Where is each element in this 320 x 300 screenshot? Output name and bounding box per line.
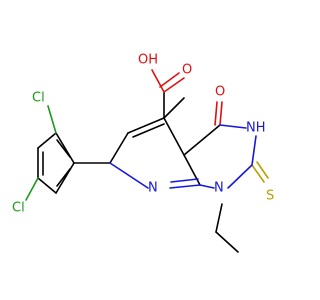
bond (215, 203, 223, 233)
bond (163, 97, 185, 119)
bond (37, 132, 57, 149)
structure-diagram: OH O O NH N N S Cl Cl (12, 53, 274, 253)
bond-c-s (251, 164, 265, 183)
bond-c-cl (25, 177, 39, 201)
bond (183, 124, 221, 156)
bond (55, 162, 75, 194)
bond (56, 168, 71, 187)
hetero-bonds (25, 69, 269, 201)
bond-c-cl (47, 105, 57, 134)
bond (55, 132, 75, 164)
bond (109, 132, 129, 164)
chlorine-top-label: Cl (32, 91, 45, 106)
chlorine-bottom-label: Cl (12, 201, 25, 216)
bond (183, 154, 201, 186)
nh-label: NH (246, 121, 266, 136)
carbon-bonds (37, 91, 239, 253)
atom-labels: OH O O NH N N S Cl Cl (12, 53, 274, 216)
bond (37, 177, 57, 194)
bond (127, 117, 165, 134)
sulfur-label: S (266, 189, 274, 204)
acid-oxygen-label: O (182, 63, 192, 78)
bond-n-c-pyr (109, 162, 149, 189)
ring-oxygen-label: O (215, 85, 225, 100)
bond (56, 139, 71, 158)
ethyl-n-label: N (214, 181, 224, 196)
bond-c-o-double (159, 72, 180, 88)
bond (215, 231, 239, 253)
bond-c-oh (151, 69, 165, 93)
bond-n-c (199, 184, 215, 189)
bond-c-o-double (163, 77, 185, 93)
bond-c-s (256, 161, 269, 179)
bond (163, 117, 185, 156)
molecule-svg: OH O O NH N N S Cl Cl (12, 53, 274, 253)
bond-c-o-ring (214, 101, 218, 126)
hydroxyl-label: OH (138, 53, 158, 68)
bond-c-o-ring (219, 101, 223, 126)
bond-c-nh (219, 124, 247, 129)
bond-nh-c (251, 135, 257, 166)
pyridine-n-label: N (148, 181, 158, 196)
bond (132, 123, 165, 138)
bond-c-n-ethyl (227, 164, 253, 189)
bond-c-n-pyr (170, 178, 199, 183)
bond-c-n-pyr (169, 184, 201, 189)
